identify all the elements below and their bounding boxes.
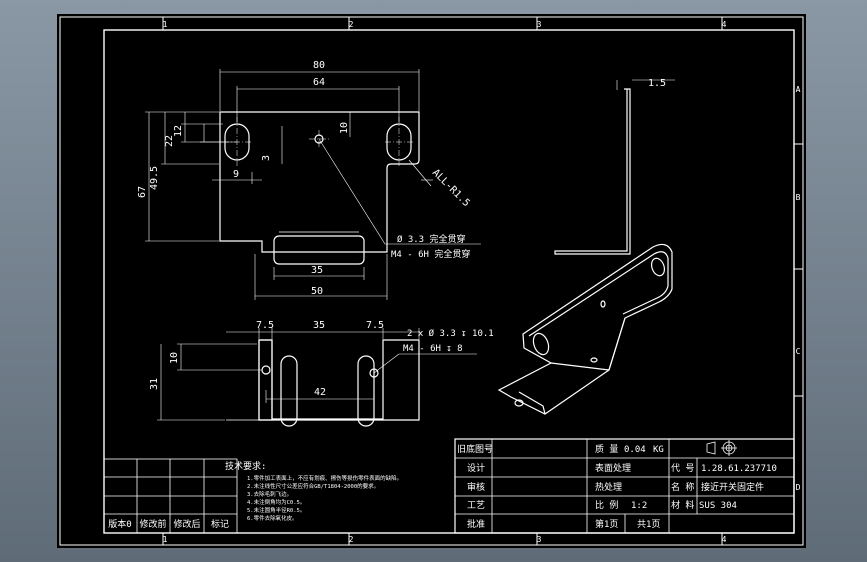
dim-slot-height: 12	[173, 125, 184, 137]
dim-front-overall-height: 31	[149, 378, 160, 390]
drawing-canvas: 1 2 3 4 1 2 3 4 A B C D	[59, 16, 804, 546]
dim-small-hole-to-top: 10	[339, 122, 350, 134]
zone-number-top: 2	[349, 20, 354, 29]
title-page-label: 第1页	[595, 518, 618, 530]
top-view-dim-labels: 80 64 1.5 12 22 49.5 67 3 9 10 35 50 ALL…	[137, 60, 666, 297]
dim-hole-height: 10	[169, 352, 180, 364]
revision-header: 修改后	[173, 518, 200, 530]
title-surface-label: 表面处理	[595, 462, 631, 474]
isometric-view	[497, 243, 673, 415]
zone-letter-right: C	[796, 347, 801, 356]
tech-note-line: 4.未注倒角均为C0.5。	[247, 498, 305, 506]
title-total-label: 共1页	[637, 519, 660, 530]
zone-number-top: 4	[722, 20, 727, 29]
top-view	[219, 111, 420, 265]
top-view-dimensions	[145, 69, 481, 300]
title-code-label: 代 号	[671, 463, 694, 474]
title-review-label: 审核	[467, 481, 485, 493]
title-design-label: 设计	[467, 462, 485, 474]
revision-header: 修改前	[139, 518, 166, 530]
tech-note-line: 2.未注线性尺寸公差应符合GB/T1804-2000的要求。	[247, 482, 379, 490]
zone-number-bottom: 4	[722, 535, 727, 544]
dim-left-offset: 7.5	[256, 320, 274, 331]
zone-number-bottom: 3	[537, 535, 542, 544]
top-view-centerlines	[223, 117, 414, 166]
drawing-sheet: 1 2 3 4 1 2 3 4 A B C D	[57, 14, 806, 548]
title-drawing-no-label: 旧底图号	[457, 443, 493, 455]
title-process-label: 工艺	[467, 500, 485, 511]
dim-slot-offset: 9	[233, 169, 239, 180]
title-name-label: 名 称	[671, 481, 694, 493]
title-weight-label: 质 量	[595, 443, 618, 455]
zone-letter-right: B	[796, 193, 801, 202]
projection-symbol-icon	[706, 440, 737, 456]
front-view-dimensions	[157, 328, 477, 421]
title-weight-value: 0.04	[624, 445, 646, 455]
thread-note: M4 - 6H 完全贯穿	[391, 248, 470, 260]
title-block	[454, 438, 795, 534]
title-material-label: 材 料	[671, 499, 694, 511]
zone-number-top: 3	[537, 20, 542, 29]
front-view-dim-labels: 7.5 35 7.5 10 31 42	[149, 320, 384, 398]
revision-header: 标记	[211, 518, 229, 530]
dim-hole-spacing: 64	[313, 77, 325, 88]
tech-note-line: 5.未注圆角半径R0.5。	[247, 506, 305, 514]
dim-tab-width: 35	[311, 265, 323, 276]
dim-middle-width: 35	[313, 320, 325, 331]
side-view	[554, 79, 675, 255]
title-scale-label: 比 例	[595, 499, 618, 511]
zone-number-top: 1	[163, 20, 168, 29]
title-name-value: 接近开关固定件	[701, 481, 764, 493]
dim-thickness: 1.5	[648, 78, 666, 89]
dim-right-offset: 7.5	[366, 320, 384, 331]
dim-overall-height: 67	[137, 186, 148, 198]
zone-letter-right: A	[796, 85, 801, 94]
technical-requirements: 技术要求: 1.零件加工表面上，不应有划痕、擦伤等损伤零件表面的缺陷。 2.未注…	[225, 460, 402, 522]
front-hole-note: 2 x Ø 3.3 ↧ 10.1	[407, 328, 494, 339]
fillet-note: ALL-R1.5	[430, 167, 472, 209]
hole-note: Ø 3.3 完全贯穿	[397, 233, 466, 245]
zone-letter-right: D	[796, 483, 801, 492]
dim-front-hole-spacing: 42	[314, 387, 326, 398]
title-weight-unit: KG	[653, 445, 664, 455]
dim-overall-width: 80	[313, 60, 325, 71]
tech-note-line: 3.去除毛刺飞边。	[247, 490, 292, 498]
top-view-notes: Ø 3.3 完全贯穿 M4 - 6H 完全贯穿	[391, 233, 470, 260]
zone-number-bottom: 2	[349, 535, 354, 544]
dim-slot-to-edge: 22	[164, 135, 175, 147]
dim-flange-width: 50	[311, 286, 323, 297]
revision-header: 版本0	[108, 518, 131, 530]
front-view	[226, 339, 420, 427]
dim-center-hole-offset: 3	[261, 155, 272, 161]
revision-table	[103, 458, 238, 534]
sheet-border	[59, 16, 804, 546]
title-scale-value: 1:2	[631, 501, 647, 511]
tech-notes-title: 技术要求:	[225, 460, 266, 472]
title-material-value: SUS 304	[699, 501, 737, 511]
zone-number-bottom: 1	[163, 535, 168, 544]
title-heat-label: 热处理	[595, 481, 622, 493]
tech-note-line: 1.零件加工表面上，不应有划痕、擦伤等损伤零件表面的缺陷。	[247, 474, 402, 482]
front-view-notes: 2 x Ø 3.3 ↧ 10.1 M4 - 6H ↧ 8	[403, 328, 494, 354]
dim-half-height: 49.5	[149, 166, 160, 190]
title-code-value: 1.28.61.237710	[701, 464, 777, 474]
title-approve-label: 批准	[467, 518, 485, 530]
tech-note-line: 6.零件去除氧化皮。	[247, 514, 298, 522]
front-thread-note: M4 - 6H ↧ 8	[403, 344, 463, 354]
